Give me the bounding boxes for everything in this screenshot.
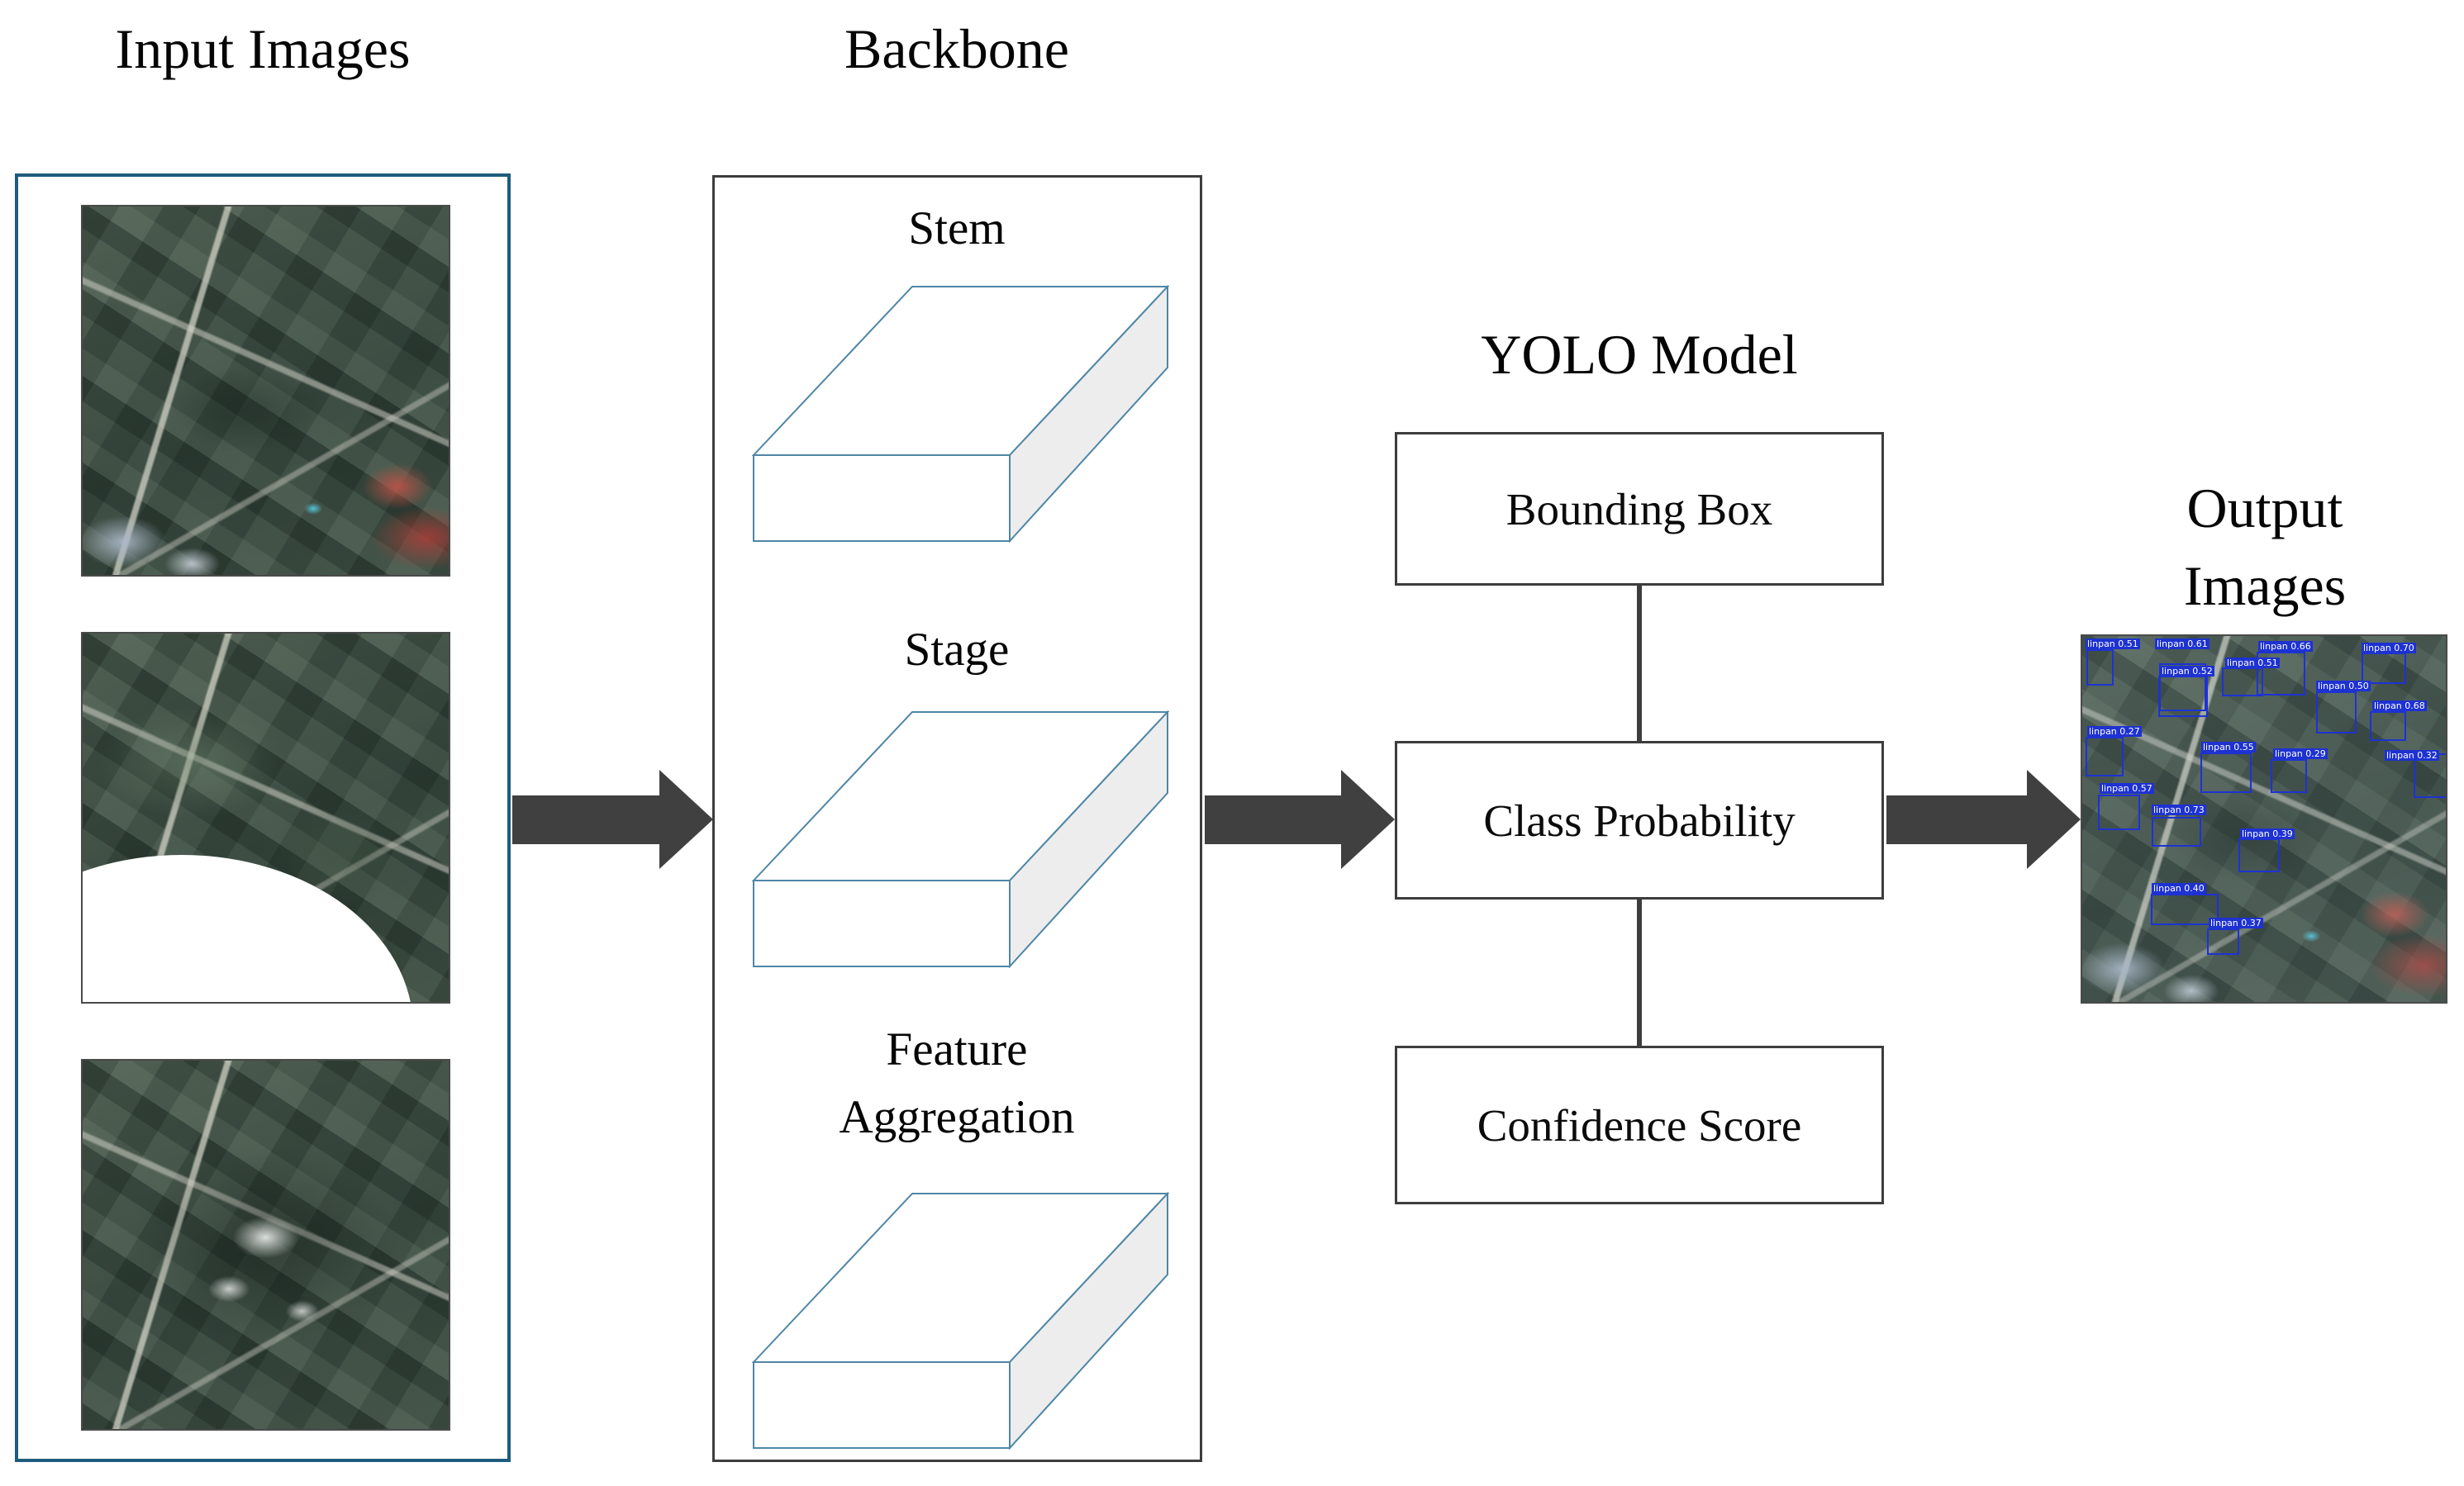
satellite-town-detail: [83, 207, 449, 575]
stem-feature-slab: [752, 285, 1169, 543]
detection-label: linpan 0.73: [2152, 805, 2206, 815]
feature-aggregation-label-line2: Aggregation: [839, 1091, 1075, 1143]
input-satellite-image-3: [81, 1059, 450, 1431]
detection-label: linpan 0.55: [2201, 742, 2256, 752]
stem-label: Stem: [908, 202, 1006, 254]
detection-label: linpan 0.51: [2225, 658, 2280, 668]
detection-layer: linpan 0.51 linpan 0.61 linpan 0.66 linpan …: [2082, 636, 2446, 1002]
satellite-town-detail: [2082, 636, 2446, 1002]
detection-box: [2362, 653, 2406, 684]
detection-box: [2257, 652, 2305, 696]
input-images-title: Input Images: [115, 17, 411, 80]
detection-label: linpan 0.57: [2100, 783, 2154, 794]
detection-label: linpan 0.32: [2385, 750, 2439, 761]
detection-label: linpan 0.51: [2086, 639, 2140, 649]
detection-label: linpan 0.52: [2160, 666, 2214, 677]
confidence-score-label: Confidence Score: [1477, 1099, 1802, 1151]
detection-box: [2158, 676, 2208, 717]
yolo-model-title: YOLO Model: [1481, 323, 1798, 386]
feature-aggregation-slab: [752, 1192, 1169, 1450]
detection-box: [2316, 691, 2357, 734]
detection-box: [2159, 663, 2206, 711]
detection-label: linpan 0.61: [2155, 639, 2210, 649]
detection-box: [2151, 894, 2219, 925]
detection-box: [2238, 838, 2280, 872]
detection-box: [2086, 649, 2114, 686]
stage-label: Stage: [904, 624, 1010, 676]
input-satellite-image-1: [81, 205, 450, 577]
input-satellite-image-2: [81, 632, 450, 1004]
output-images-title-line1: Output: [2186, 477, 2343, 539]
output-image-tint: [2082, 636, 2446, 1002]
detection-box: [2271, 759, 2307, 793]
detection-box: [2086, 737, 2124, 776]
confidence-score-node: Confidence Score: [1395, 1046, 1884, 1204]
connector-classprobability-confidencescore: [1637, 900, 1642, 1046]
detection-box: [2370, 711, 2406, 741]
class-probability-node: Class Probability: [1395, 741, 1884, 900]
detection-label: linpan 0.50: [2316, 681, 2371, 691]
backbone-title: Backbone: [844, 17, 1069, 80]
connector-boundingbox-classprobability: [1637, 586, 1642, 741]
output-images-title-line2: Images: [2183, 554, 2347, 617]
detection-label: linpan 0.39: [2240, 828, 2295, 839]
detection-label: linpan 0.68: [2372, 700, 2427, 711]
detection-box: [2098, 795, 2140, 830]
arrow-yolo-to-output: [1886, 770, 2081, 869]
detection-box: [2200, 752, 2252, 793]
detection-label: linpan 0.40: [2152, 883, 2206, 894]
feature-aggregation-label-line1: Feature: [886, 1023, 1028, 1075]
bounding-box-label: Bounding Box: [1506, 483, 1773, 534]
detection-box: [2152, 817, 2201, 847]
stage-feature-slab: [752, 710, 1169, 968]
detection-label: linpan 0.29: [2273, 748, 2328, 759]
detection-label: linpan 0.70: [2362, 643, 2416, 653]
arrow-backbone-to-yolo: [1205, 770, 1395, 869]
detection-label: linpan 0.37: [2209, 918, 2263, 928]
detection-label: linpan 0.66: [2258, 641, 2313, 652]
arrow-input-to-backbone: [512, 770, 713, 869]
bounding-box-node: Bounding Box: [1395, 432, 1884, 586]
output-detection-image: linpan 0.51 linpan 0.61 linpan 0.66 linpan …: [2081, 634, 2447, 1004]
satellite-village-detail: [83, 1061, 449, 1429]
class-probability-label: Class Probability: [1483, 795, 1796, 846]
detection-box: [2207, 928, 2239, 955]
detection-label: linpan 0.27: [2087, 726, 2142, 737]
detection-box: [2222, 667, 2263, 696]
